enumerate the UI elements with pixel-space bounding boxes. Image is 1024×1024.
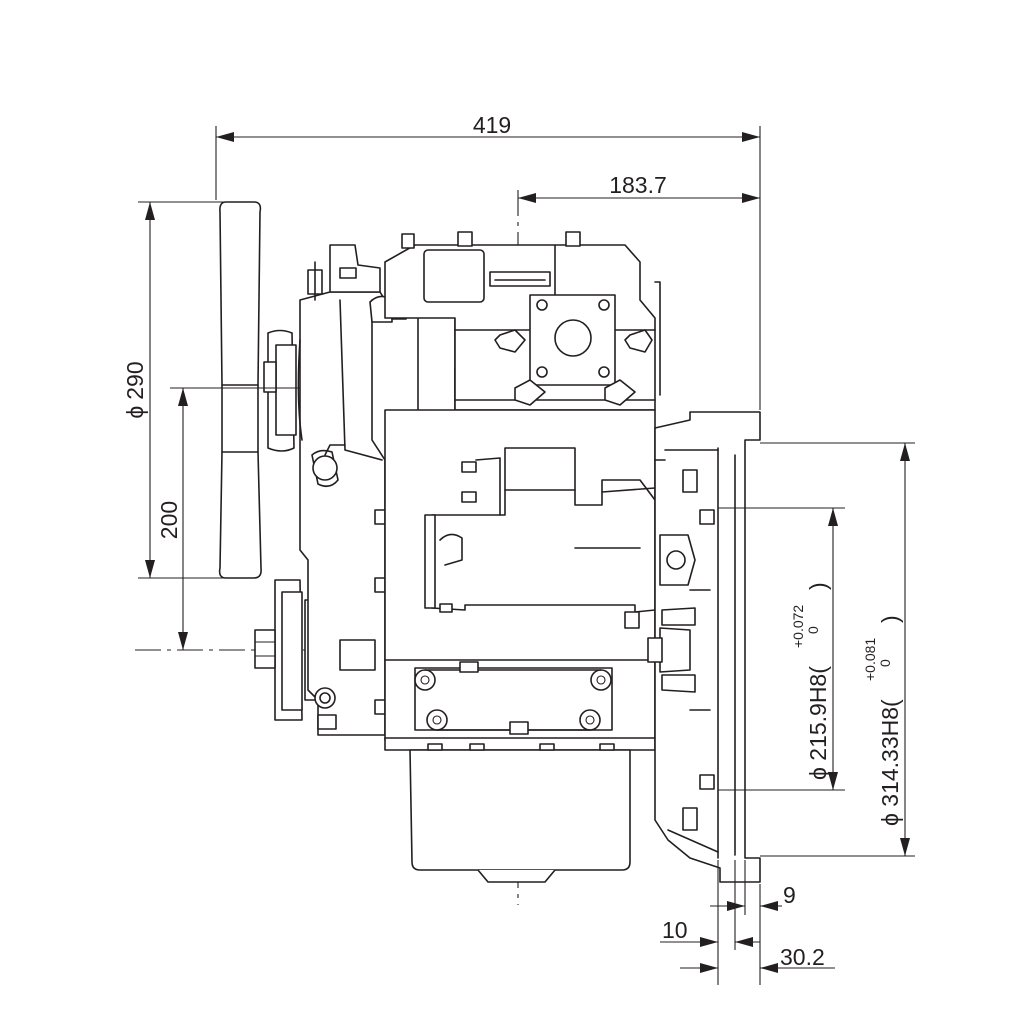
dim-pilot-diameter-label: ϕ 215.9H8( +0.072 0 ) xyxy=(790,582,831,780)
cooling-fan xyxy=(218,201,262,579)
dim-183-7 xyxy=(518,193,760,203)
dim-10-label: 10 xyxy=(662,917,688,943)
dim-183-7-label: 183.7 xyxy=(609,172,667,198)
pilot-tol-lower: 0 xyxy=(805,626,821,634)
dim-419 xyxy=(215,126,761,410)
oil-pan xyxy=(384,737,656,883)
dim-fan-diameter-label: ϕ 290 xyxy=(122,361,148,418)
timing-case xyxy=(297,244,386,736)
dim-200-label: 200 xyxy=(156,501,182,539)
dim-200 xyxy=(178,388,188,650)
flywheel-housing xyxy=(647,411,761,883)
dim-30-2-label: 30.2 xyxy=(780,944,825,970)
fan-phi-symbol: ϕ xyxy=(122,406,148,419)
dim-419-label: 419 xyxy=(473,112,511,138)
starter-motor xyxy=(424,447,656,629)
exhaust-flange xyxy=(494,281,661,406)
dim-flange-small xyxy=(660,860,835,985)
fuel-line xyxy=(311,444,346,488)
dim-9-label: 9 xyxy=(783,882,796,908)
dim-fan-diameter xyxy=(138,201,224,579)
housing-diameter-text: ϕ 314.33H8( xyxy=(877,699,903,826)
dim-housing-diameter xyxy=(760,442,915,857)
dim-housing-diameter-label: ϕ 314.33H8( +0.081 0 ) xyxy=(862,615,903,826)
pilot-diameter-text: ϕ 215.9H8( xyxy=(805,666,831,780)
dim-pilot-diameter xyxy=(718,507,845,791)
housing-tol-upper: +0.081 xyxy=(862,638,878,681)
pilot-close: ) xyxy=(805,582,831,590)
fan-diameter-value: 290 xyxy=(122,361,148,399)
housing-close: ) xyxy=(877,615,903,623)
pilot-tol-upper: +0.072 xyxy=(790,605,806,648)
housing-tol-lower: 0 xyxy=(877,659,893,667)
top-bolt xyxy=(307,261,357,301)
fan-pulley xyxy=(170,329,308,452)
